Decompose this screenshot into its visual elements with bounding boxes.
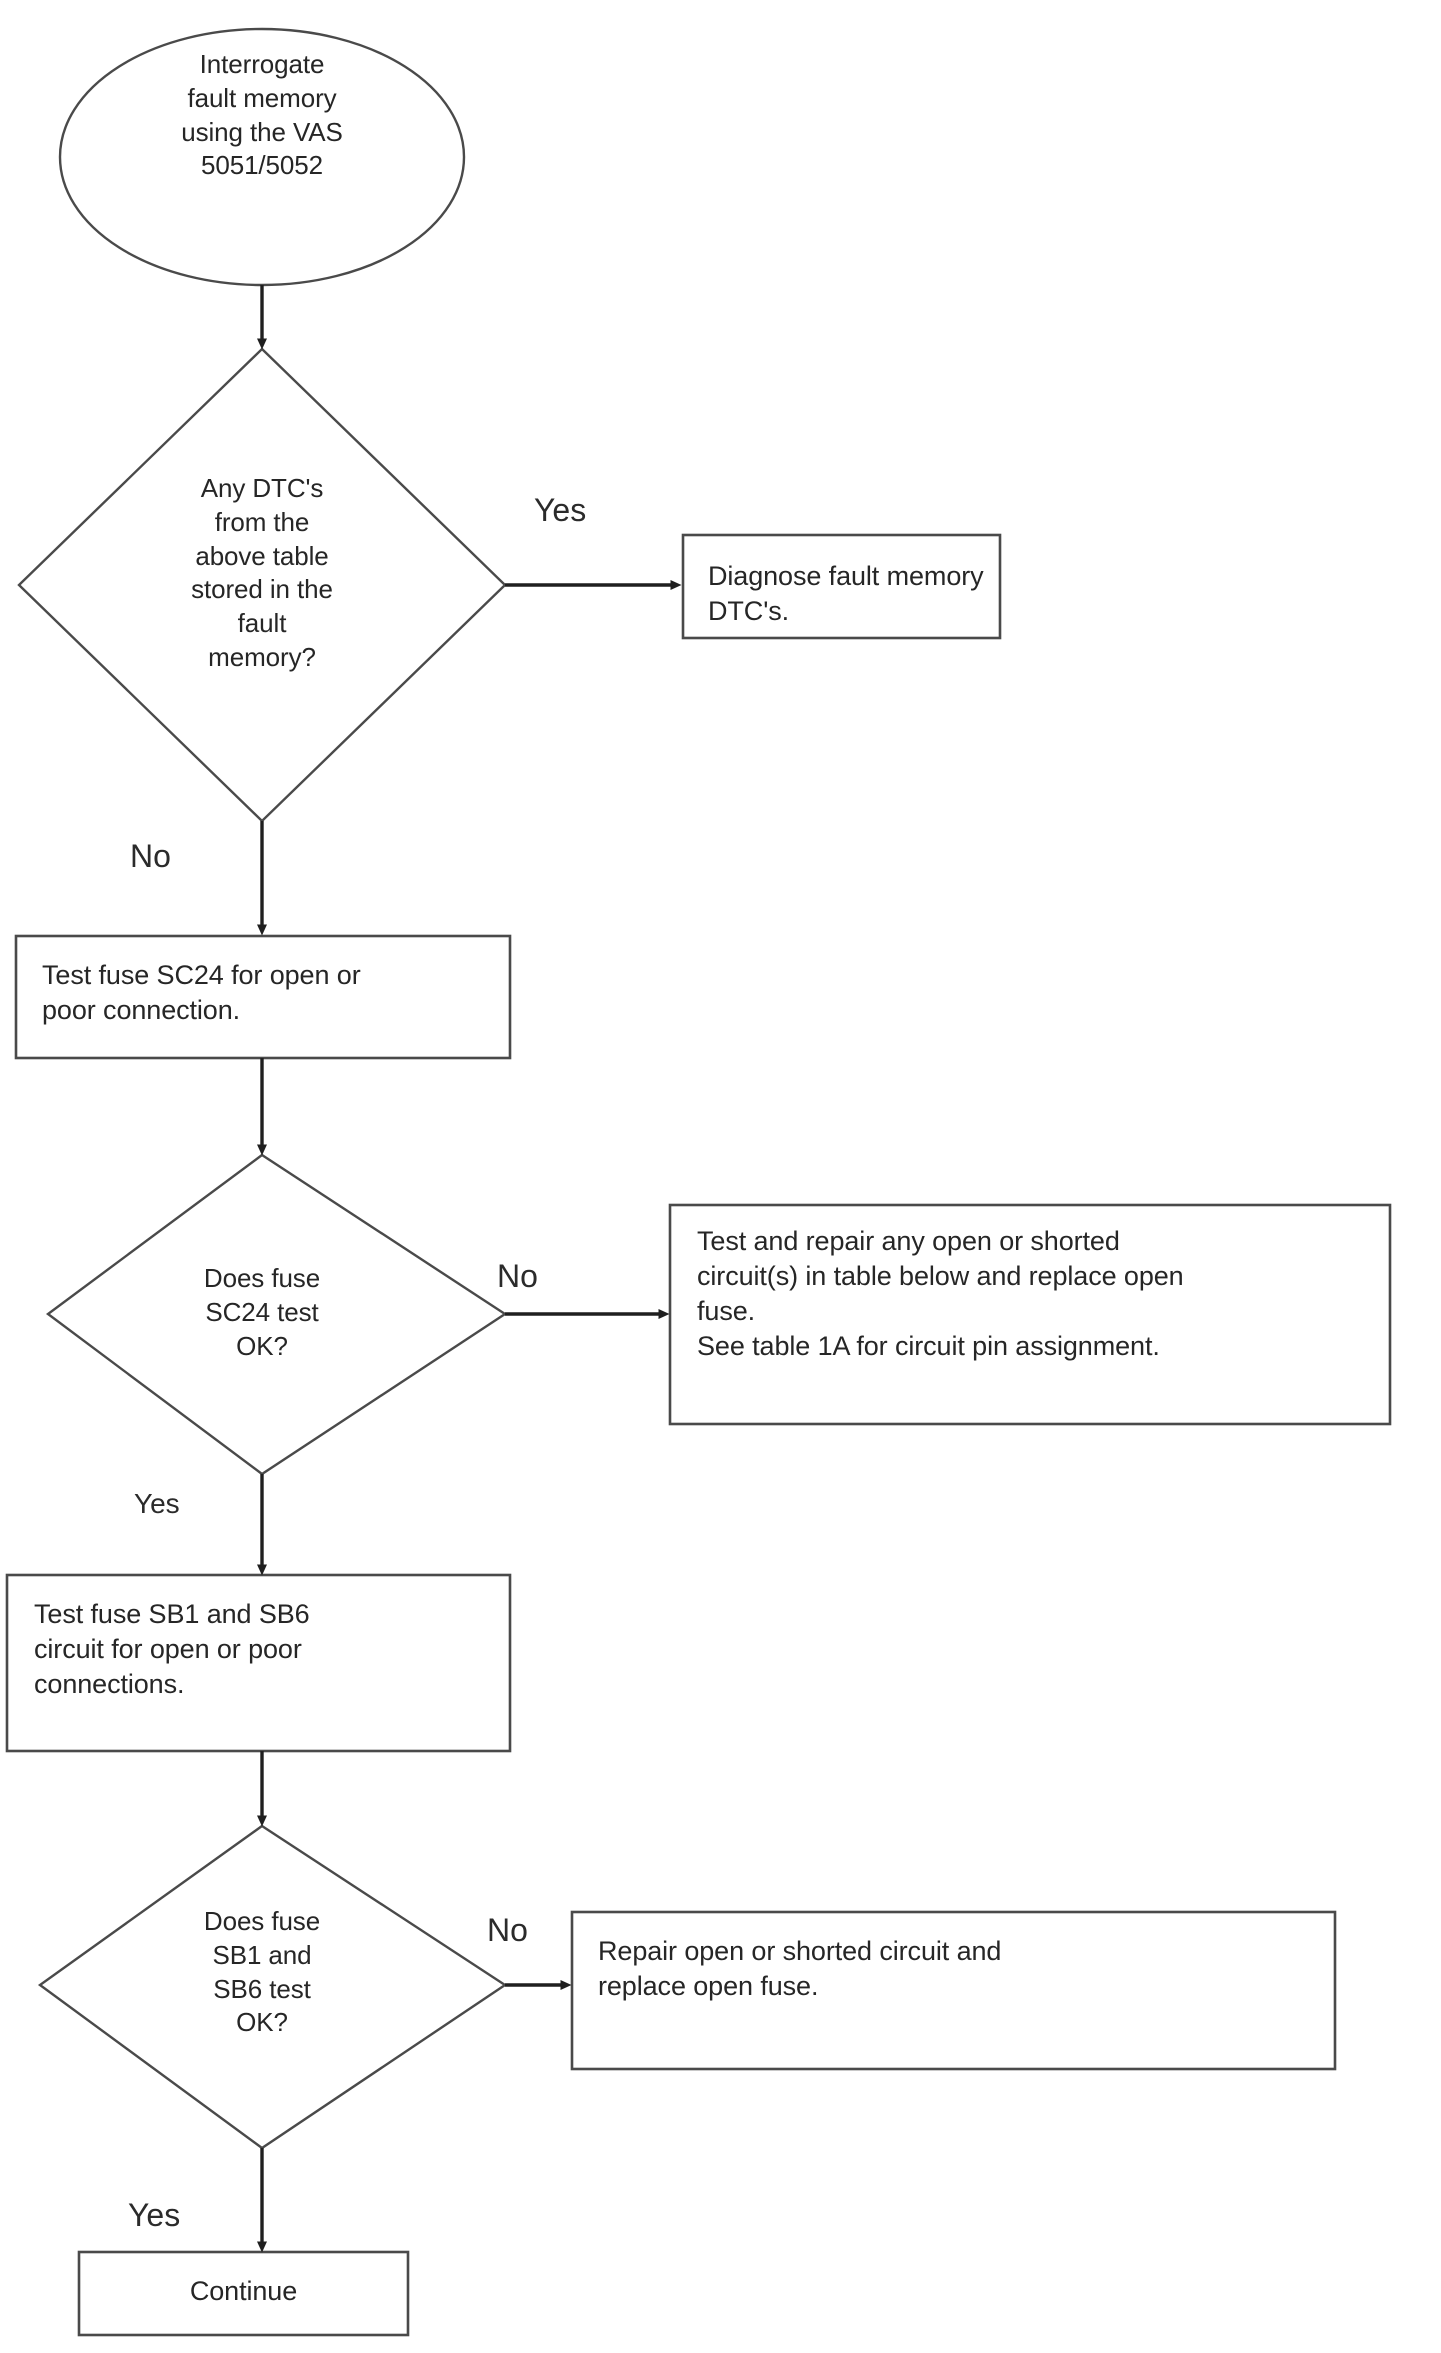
repair-fuse-shape: [570, 1910, 1337, 2071]
edge-label-sc24-no: No: [497, 1258, 538, 1294]
repair-table-label: Test and repair any open or shorted circ…: [697, 1226, 1184, 1362]
continue-label: Continue: [189, 2276, 298, 2306]
edge-label-sb-no: No: [487, 1912, 528, 1948]
test-sb1-sb6-label: Test fuse SB1 and SB6 circuit for open o…: [34, 1599, 310, 1700]
diagnose-dtc-label: Diagnose fault memory DTC's.: [708, 561, 984, 627]
continue-shape: [77, 2250, 410, 2337]
test-sc24-label: Test fuse SC24 for open or poor connecti…: [42, 960, 361, 1026]
start-terminal-label: Interrogate fault memory using the VAS 5…: [181, 49, 343, 181]
decision-dtc-label: Any DTC's from the above table stored in…: [191, 473, 333, 672]
edge-label-sb-yes: Yes: [128, 2197, 181, 2233]
decision-sb1-sb6-label: Does fuse SB1 and SB6 test OK?: [203, 1906, 321, 2038]
edge-label-sc24-yes: Yes: [134, 1488, 180, 1519]
decision-sc24-label: Does fuse SC24 test OK?: [203, 1263, 321, 1361]
repair-table-shape: [668, 1203, 1392, 1426]
test-sc24-shape: [14, 934, 512, 1060]
edge-label-dtc-yes: Yes: [534, 492, 587, 528]
diagnose-dtc-shape: [681, 533, 1002, 640]
edge-label-dtc-no: No: [130, 838, 171, 874]
repair-fuse-label: Repair open or shorted circuit and repla…: [598, 1936, 1002, 2002]
